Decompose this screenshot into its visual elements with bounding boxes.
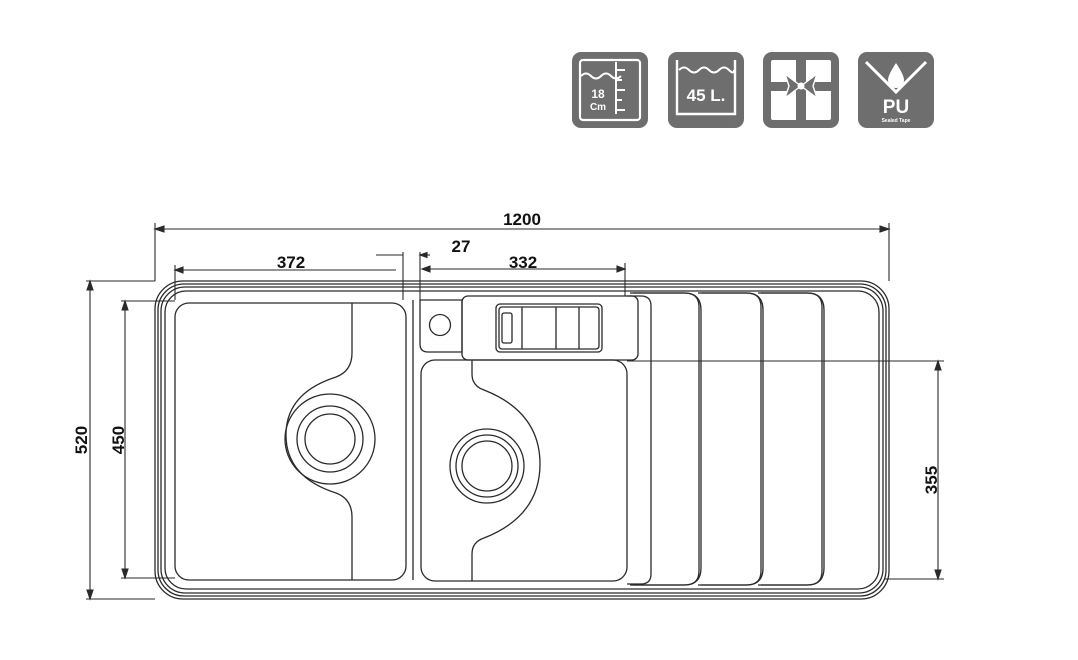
dimension-lines bbox=[86, 223, 944, 601]
tap-hole-area bbox=[419, 299, 463, 353]
depth-value: 18 bbox=[591, 87, 605, 101]
drainer-ribs bbox=[627, 292, 825, 586]
feature-badges: 18 Cm 45 L. PU Sealed Tape bbox=[572, 52, 934, 128]
overflow-plate bbox=[461, 295, 639, 361]
depth-icon: 18 Cm bbox=[572, 52, 648, 128]
dim-bowl2-width: 332 bbox=[509, 253, 537, 272]
dim-overall-width: 1200 bbox=[503, 210, 541, 229]
depth-unit: Cm bbox=[590, 102, 606, 113]
dimension-labels: 1200 372 27 332 520 450 355 bbox=[72, 210, 941, 494]
left-bowl bbox=[174, 302, 407, 581]
capacity-value: 45 L. bbox=[687, 86, 726, 105]
dim-drainer-height: 355 bbox=[922, 466, 941, 494]
pu-sealed-icon: PU Sealed Tape bbox=[858, 52, 934, 128]
dim-bowl-height: 450 bbox=[109, 426, 128, 454]
sink-outline bbox=[154, 280, 890, 600]
pu-label: PU bbox=[883, 97, 909, 118]
pu-sublabel: Sealed Tape bbox=[882, 118, 911, 124]
dim-overall-height: 520 bbox=[72, 426, 91, 454]
packaging-icon bbox=[763, 52, 839, 128]
dim-gap-width: 27 bbox=[452, 237, 471, 256]
dim-bowl1-width: 372 bbox=[277, 253, 305, 272]
right-bowl bbox=[420, 359, 628, 582]
capacity-icon: 45 L. bbox=[668, 52, 744, 128]
